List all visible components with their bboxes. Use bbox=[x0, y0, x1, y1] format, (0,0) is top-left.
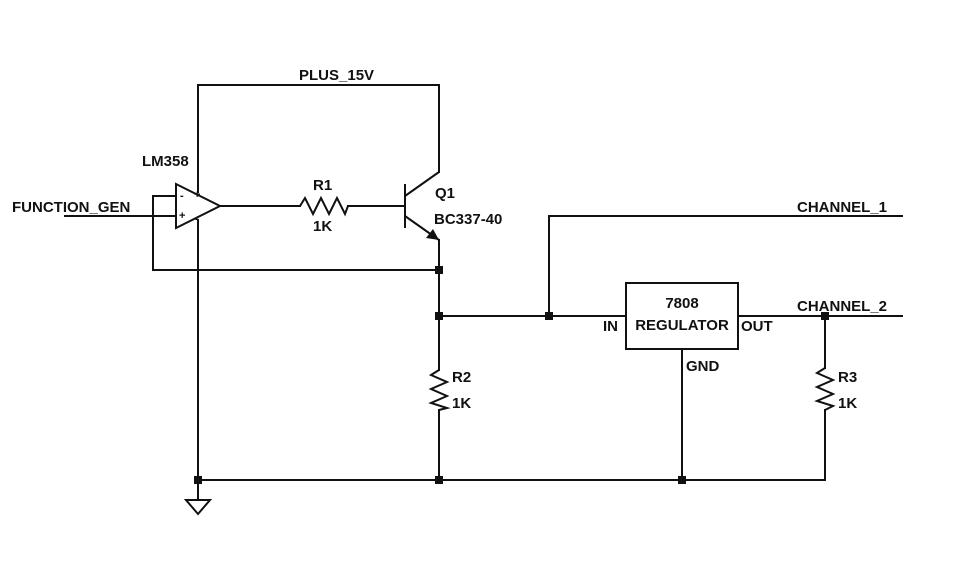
q1-collector bbox=[404, 171, 440, 197]
opamp-minus-pin: - bbox=[180, 190, 184, 202]
junction-dot bbox=[194, 476, 202, 484]
junction-dot bbox=[545, 312, 553, 320]
regulator-part-label: 7808 bbox=[665, 295, 698, 312]
r1-zigzag bbox=[299, 195, 349, 217]
r3-value-label: 1K bbox=[838, 395, 857, 412]
resistor-r1: R1 1K bbox=[299, 177, 349, 235]
ground-icon bbox=[183, 499, 213, 516]
r3-zigzag bbox=[814, 367, 836, 411]
opamp-plus-pin: + bbox=[179, 210, 185, 222]
r1-value-label: 1K bbox=[313, 218, 332, 235]
transistor-q1: Q1 BC337-40 bbox=[404, 171, 502, 241]
regulator-name-label: REGULATOR bbox=[635, 317, 729, 334]
r3-ref-label: R3 bbox=[838, 369, 857, 386]
wire-feedback bbox=[152, 195, 440, 271]
junction-dot bbox=[435, 266, 443, 274]
net-label-function-gen: FUNCTION_GEN bbox=[12, 199, 130, 216]
resistor-r3: R3 1K bbox=[814, 367, 857, 412]
junction-dot bbox=[435, 476, 443, 484]
regulator-7808: 7808 REGULATOR IN OUT GND bbox=[603, 282, 773, 375]
wire-plus-15v bbox=[197, 84, 440, 193]
q1-emitter-arrow bbox=[426, 229, 439, 240]
net-label-plus-15v: PLUS_15V bbox=[299, 67, 374, 84]
opamp-supply-plus-mark: + bbox=[194, 189, 200, 201]
opamp-triangle bbox=[175, 182, 223, 230]
regulator-box bbox=[625, 282, 739, 350]
junction-dot bbox=[435, 312, 443, 320]
q1-ref-label: Q1 bbox=[435, 185, 455, 202]
wire-channel-1 bbox=[548, 215, 903, 317]
net-label-channel-1: CHANNEL_1 bbox=[797, 199, 887, 216]
regulator-in-pin: IN bbox=[603, 318, 618, 335]
regulator-gnd-pin: GND bbox=[686, 358, 720, 375]
junction-dot bbox=[678, 476, 686, 484]
junctions bbox=[194, 266, 829, 484]
r2-ref-label: R2 bbox=[452, 369, 471, 386]
resistor-r2: R2 1K bbox=[428, 369, 471, 412]
q1-part-label: BC337-40 bbox=[434, 211, 502, 228]
r2-value-label: 1K bbox=[452, 395, 471, 412]
opamp-supply-minus-mark: - bbox=[195, 213, 199, 225]
wires bbox=[64, 84, 903, 501]
r2-zigzag bbox=[428, 369, 451, 411]
junction-dot bbox=[821, 312, 829, 320]
opamp-part-label: LM358 bbox=[142, 153, 189, 170]
r1-ref-label: R1 bbox=[313, 177, 332, 194]
regulator-out-pin: OUT bbox=[741, 318, 773, 335]
opamp-lm358: + - + - LM358 bbox=[142, 153, 223, 230]
net-label-channel-2: CHANNEL_2 bbox=[797, 298, 887, 315]
